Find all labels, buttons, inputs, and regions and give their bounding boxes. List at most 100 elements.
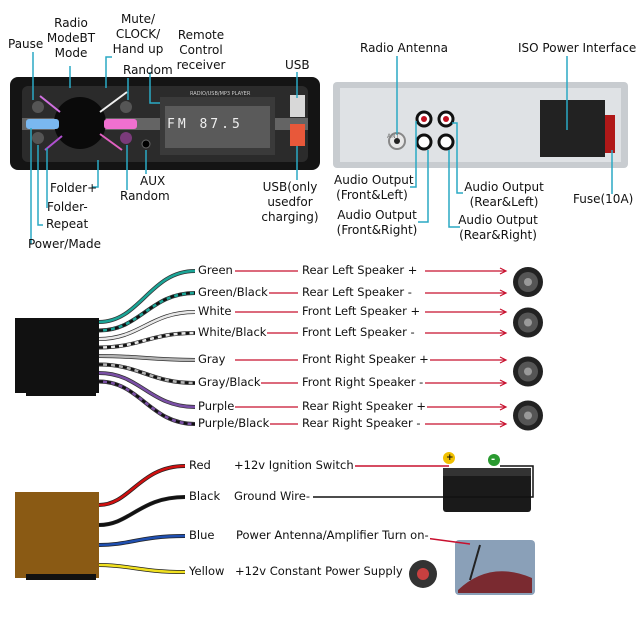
text: Mode — [54, 46, 88, 60]
speaker-wire — [98, 354, 196, 362]
power-button[interactable] — [32, 132, 44, 144]
car-antenna-icon — [455, 540, 535, 595]
label-folder-plus: Folder+ — [50, 181, 98, 195]
battery-minus: - — [491, 454, 496, 465]
text: Mute/ — [120, 12, 156, 26]
arrow-icon — [499, 356, 508, 364]
fuse — [605, 115, 615, 153]
speaker-icon — [513, 307, 543, 338]
wire-function-label: Rear Right Speaker + — [301, 399, 427, 413]
battery-icon — [443, 452, 531, 512]
label-rear-right: Audio Output (Rear&Right) — [458, 213, 538, 243]
wire-color-label: Purple/Black — [197, 416, 271, 430]
ignition-key-icon — [409, 560, 437, 588]
wire-function-label: Rear Left Speaker - — [301, 285, 413, 299]
label-mute-clock: Mute/ CLOCK/ Hand up — [110, 12, 166, 57]
wire-color-label: Purple — [197, 399, 236, 413]
random-button[interactable] — [120, 101, 132, 113]
label-random-top: Random — [123, 63, 173, 77]
speaker-wire-stripe — [98, 363, 196, 385]
power-connector — [15, 492, 99, 578]
speaker-connector — [15, 318, 99, 393]
label-iso-interface: ISO Power Interface — [518, 41, 637, 55]
wire-function-label: Rear Left Speaker + — [301, 263, 419, 277]
text: Radio — [54, 16, 88, 30]
usb-charging-port[interactable] — [290, 124, 305, 146]
label-usb: USB — [285, 58, 310, 72]
wire-color-label: Green — [197, 263, 234, 277]
wire-function-label: Front Left Speaker + — [301, 304, 422, 318]
speaker-icon — [513, 267, 543, 297]
wire-function-label: Front Left Speaker - — [301, 325, 416, 339]
speaker-wire — [98, 371, 196, 409]
text: USB(only — [262, 180, 318, 194]
ant-text: ANT — [387, 133, 400, 140]
skip-buttons[interactable] — [104, 119, 137, 129]
arrow-icon — [499, 308, 508, 316]
wire-color-label: Red — [188, 458, 212, 472]
text: usedfor — [267, 195, 313, 209]
label-remote-receiver: Remote Control receiver — [174, 28, 228, 73]
text: (Rear&Left) — [469, 195, 539, 209]
wire-color-label: Yellow — [188, 564, 226, 578]
speaker-wire — [98, 310, 196, 341]
text: CLOCK/ — [115, 27, 161, 41]
wire-color-label: Gray — [197, 352, 227, 366]
volume-knob[interactable] — [54, 97, 106, 149]
label-front-right: Audio Output (Front&Right) — [336, 208, 418, 238]
text: (Front&Right) — [336, 223, 418, 237]
arrow-icon — [499, 267, 508, 275]
pause-button[interactable] — [32, 101, 44, 113]
wire-function-label: Rear Right Speaker - — [301, 416, 422, 430]
speaker-wire — [98, 269, 196, 324]
label-pause: Pause — [8, 37, 44, 51]
aux-jack[interactable] — [141, 139, 151, 149]
wire-function-label: +12v Constant Power Supply — [234, 564, 404, 578]
label-rear-left: Audio Output (Rear&Left) — [464, 180, 544, 210]
text: Remote — [177, 28, 225, 42]
label-folder-minus: Folder- — [47, 200, 88, 214]
arrow-icon — [499, 403, 508, 411]
wire-color-label: Blue — [188, 528, 216, 542]
power-wire — [98, 464, 186, 507]
rca-front-right — [415, 133, 433, 151]
power-wire — [98, 563, 186, 574]
random-button-2[interactable] — [120, 132, 132, 144]
wire-function-label: Front Right Speaker + — [301, 352, 430, 366]
label-random-bottom: Random — [120, 189, 170, 203]
text: Audio Output — [458, 213, 538, 227]
iso-connector — [540, 100, 605, 157]
label-radio-antenna: Radio Antenna — [360, 41, 449, 55]
text: ModeBT — [46, 31, 96, 45]
wire-color-label: Gray/Black — [197, 375, 262, 389]
speaker-wire-stripe — [98, 291, 196, 332]
callout-lines — [30, 52, 613, 244]
text: Audio Output — [337, 208, 417, 222]
wire-function-label: Front Right Speaker - — [301, 375, 425, 389]
speaker-wire-stripe — [98, 331, 196, 349]
arrow-icon — [499, 379, 508, 387]
wire-color-label: White/Black — [197, 325, 268, 339]
usb-port[interactable] — [290, 95, 305, 117]
label-fuse: Fuse(10A) — [573, 192, 634, 206]
wire-color-label: Black — [188, 489, 222, 503]
label-front-left: Audio Output (Front&Left) — [334, 173, 414, 203]
power-wire — [98, 495, 186, 527]
speaker-icon — [513, 400, 543, 431]
wire-color-label: White — [197, 304, 233, 318]
text: Hand up — [112, 42, 164, 56]
text: charging) — [261, 210, 319, 224]
label-usb-charging: USB(only usedfor charging) — [260, 180, 320, 225]
speaker-icon — [513, 356, 543, 387]
text: (Rear&Right) — [459, 228, 537, 242]
label-aux: AUX — [140, 174, 166, 188]
speaker-wire — [98, 380, 196, 426]
front-panel — [10, 77, 320, 170]
label-repeat: Repeat — [46, 217, 89, 231]
wire-function-label: Ground Wire- — [233, 489, 311, 503]
mode-button[interactable] — [26, 119, 59, 129]
arrow-icon — [499, 329, 508, 337]
wire-color-label: Green/Black — [197, 285, 269, 299]
brand-strip: RADIO/USB/MP3 PLAYER — [190, 91, 251, 97]
